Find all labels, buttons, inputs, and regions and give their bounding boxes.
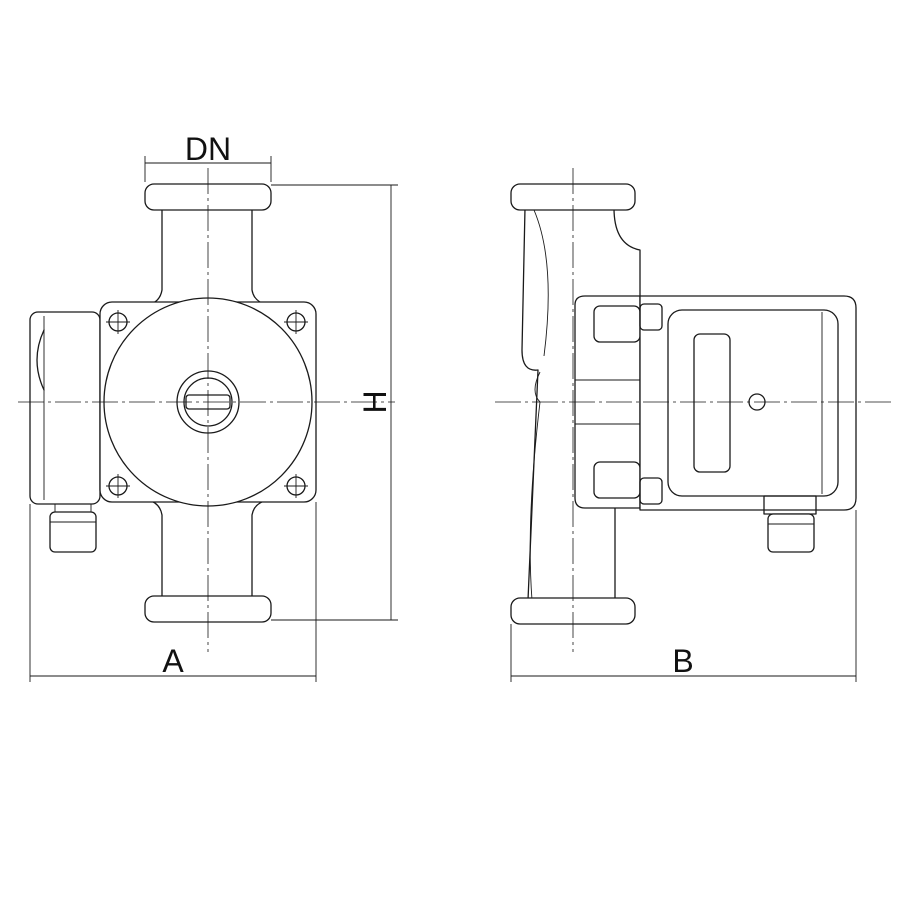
label-h: H	[357, 390, 393, 413]
front-view	[18, 168, 395, 652]
label-a: A	[162, 643, 184, 679]
dimension-lines	[29, 156, 857, 682]
side-view	[495, 168, 892, 652]
cable-gland	[763, 495, 817, 553]
label-dn: DN	[185, 131, 231, 167]
dimension-labels: DN H A B	[162, 131, 693, 679]
label-b: B	[672, 643, 693, 679]
side-center-lines	[495, 168, 892, 652]
front-center-lines	[18, 168, 395, 652]
motor-housing	[639, 295, 857, 511]
bolt-holes	[106, 310, 308, 498]
terminal-box	[29, 311, 101, 553]
